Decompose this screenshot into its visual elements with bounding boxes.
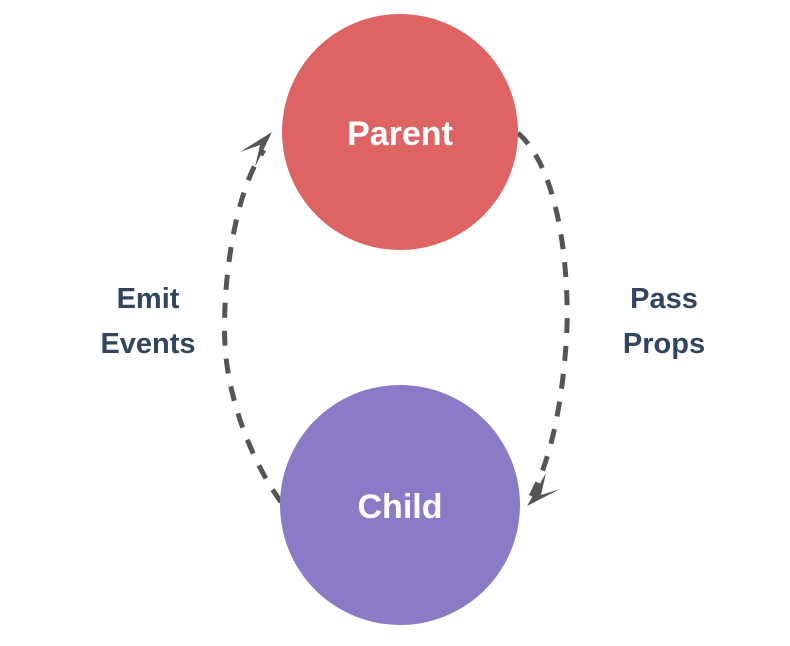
edge-emit-events-label-line1: Emit bbox=[117, 283, 180, 315]
edge-pass-props-arrowhead-icon bbox=[527, 473, 560, 506]
edge-pass-props-label-line2: Props bbox=[623, 328, 705, 360]
node-child-circle[interactable] bbox=[280, 385, 520, 625]
edge-emit-events-label-line2: Events bbox=[100, 328, 195, 360]
edge-pass-props-path bbox=[516, 131, 570, 502]
node-parent-label: Parent bbox=[347, 115, 453, 153]
node-child-label: Child bbox=[358, 488, 443, 526]
node-parent-circle[interactable] bbox=[282, 14, 518, 250]
edge-pass-props-label-line1: Pass bbox=[630, 283, 698, 315]
edge-emit-events-path bbox=[222, 148, 284, 504]
edge-emit-events-arrowhead-icon bbox=[240, 132, 272, 167]
